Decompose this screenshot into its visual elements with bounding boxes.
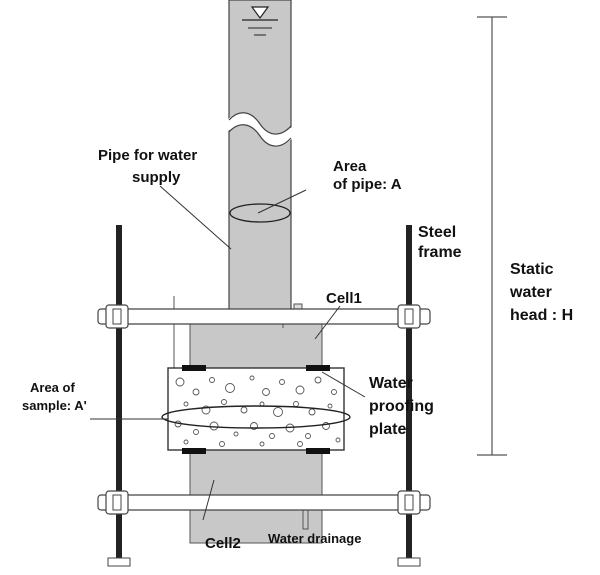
static-head-dimension [477, 16, 507, 456]
waterproofing-label-line3: plate [369, 421, 406, 438]
right-steel-rod [397, 225, 421, 567]
static-head-label-line3: head : H [510, 307, 573, 324]
waterproofing-label-line1: Water [369, 375, 413, 392]
bottom-frame-plate [97, 490, 431, 515]
static-head-label-line1: Static [510, 261, 554, 278]
water-level-marker [242, 6, 278, 36]
waterproofing-pads [182, 365, 330, 454]
pipe-label-line1: Pipe for water [98, 147, 197, 164]
left-steel-rod [107, 225, 131, 567]
pipe-area-label-line2: of pipe: A [333, 176, 402, 193]
pipe-area-label-line1: Area [333, 158, 367, 175]
pipe-label-line2: supply [132, 169, 181, 186]
cell1-label: Cell1 [326, 290, 362, 307]
waterproofing-label-line2: proofing [369, 398, 434, 415]
cell2-label: Cell2 [205, 535, 241, 552]
water-supply-pipe [227, 0, 293, 313]
steel-frame-label-line2: frame [418, 244, 462, 261]
top-frame-plate [97, 304, 431, 329]
drainage-label: Water drainage [268, 531, 361, 546]
cell1-body [189, 317, 323, 371]
sample-area-label-line2: sample: A' [22, 398, 87, 413]
static-head-label-line2: water [509, 284, 552, 301]
concrete-sample [161, 367, 351, 451]
leader-lines [90, 185, 366, 521]
sample-area-label-line1: Area of [30, 380, 75, 395]
steel-frame-label-line1: Steel [418, 224, 456, 241]
